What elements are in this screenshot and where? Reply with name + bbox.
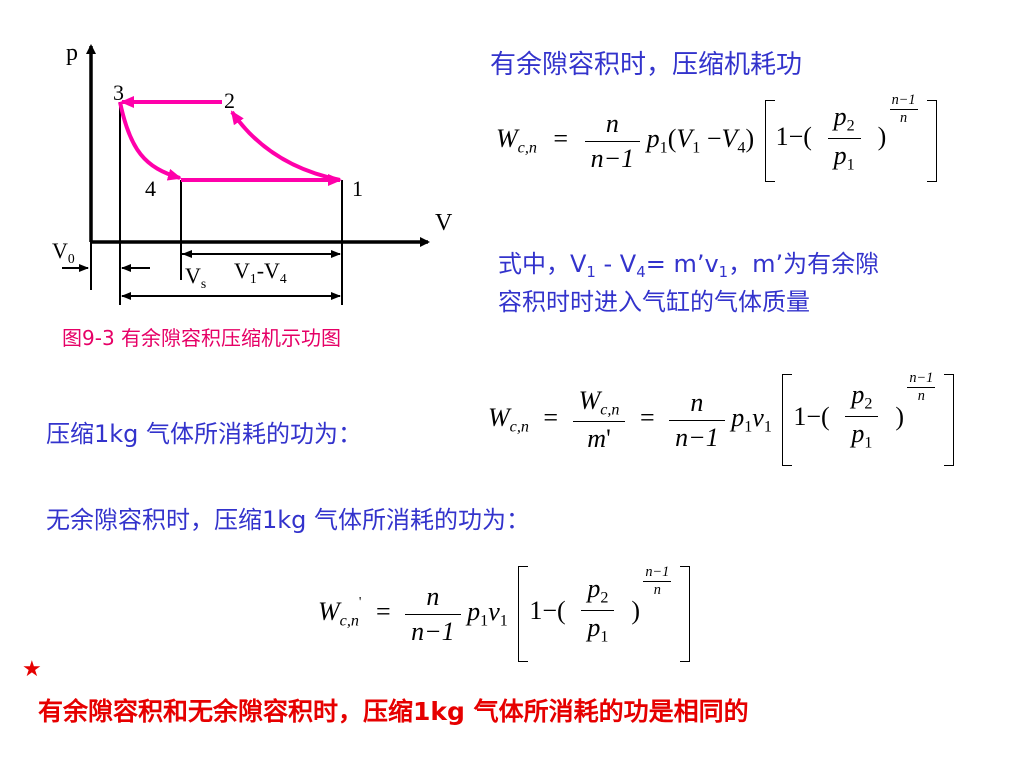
expansion-curve-3-4	[118, 101, 182, 181]
per-kg-work-label: 压缩1kg 气体所消耗的功为：	[46, 420, 363, 448]
v-axis-label: V	[435, 210, 453, 236]
star-icon: ★	[22, 656, 42, 681]
v1-v4-label: V1-V4	[234, 258, 287, 286]
compression-curve-1-2	[230, 110, 341, 182]
no-clearance-label: 无余隙容积时，压缩1kg 气体所消耗的功为：	[46, 506, 531, 534]
v0-label: V0	[52, 238, 75, 266]
conclusion-text: 有余隙容积和无余隙容积时，压缩1kg 气体所消耗的功是相同的	[38, 697, 749, 726]
point-4-label: 4	[145, 176, 156, 201]
point-1-label: 1	[352, 176, 363, 201]
explanation-line-1: 式中，V1 - V4= m’v1，m’为有余隙	[498, 250, 880, 282]
vs-label: Vs	[185, 263, 207, 291]
figure-caption: 图9-3 有余隙容积压缩机示功图	[62, 326, 342, 350]
explanation-line-2: 容积时时进入气缸的气体质量	[498, 288, 810, 316]
point-2-label: 2	[224, 88, 235, 113]
heading-clearance-work: 有余隙容积时，压缩机耗功	[490, 50, 803, 80]
pv-diagram	[62, 44, 430, 305]
point-3-label: 3	[113, 80, 124, 105]
p-axis-label: p	[66, 40, 78, 66]
